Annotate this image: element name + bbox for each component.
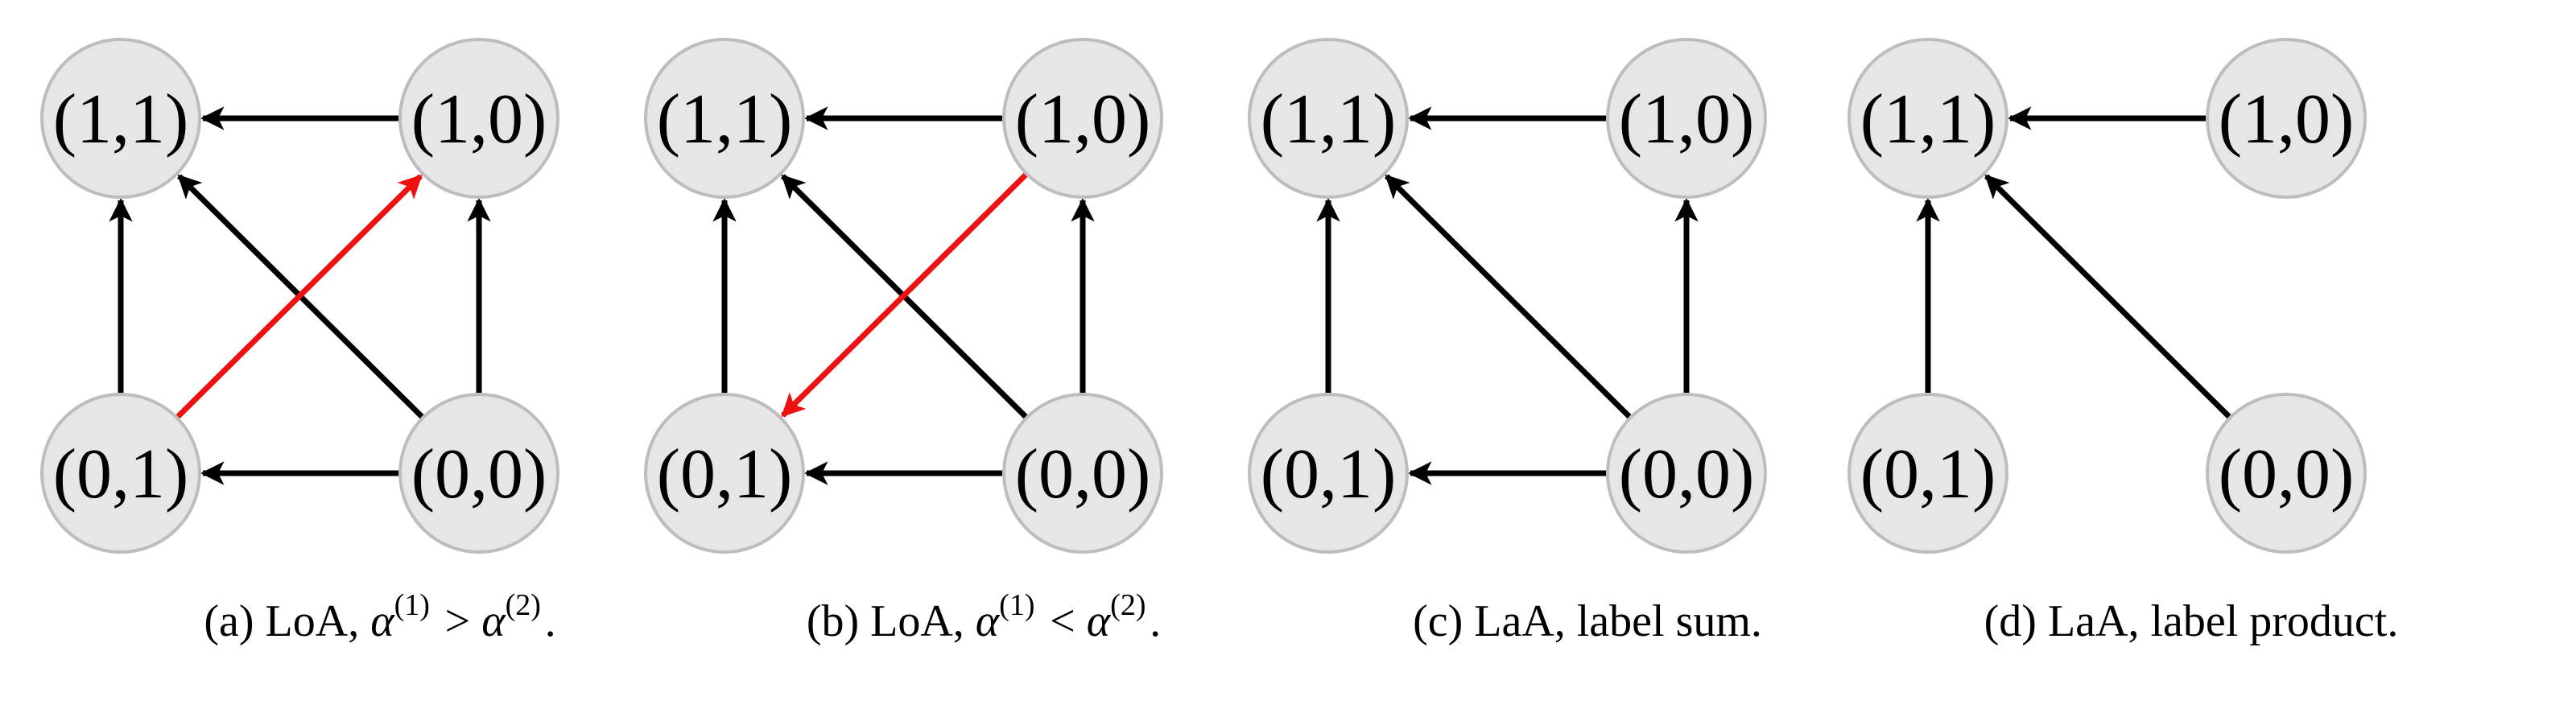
caption-math-token: < [1038, 596, 1087, 646]
caption-superscript: (2) [1110, 588, 1146, 622]
caption-d: (d) LaA, label product. [1984, 596, 2399, 646]
caption-superscript: (2) [506, 588, 541, 622]
panel-d: (1,1) (1,0) (0,1) (0,0) (d) LaA, label produ… [1847, 38, 2399, 646]
node-circle [398, 38, 559, 199]
caption-math-token: . [545, 596, 556, 646]
node-circle [2206, 393, 2367, 554]
node-tl: (1,1) [40, 38, 201, 199]
node-bl: (0,1) [40, 393, 201, 554]
node-label: (0,1) [1860, 435, 1996, 513]
edges [109, 106, 491, 485]
node-circle [1606, 393, 1767, 554]
caption-prefix: (b) LoA, [807, 596, 964, 646]
node-label: (0,1) [53, 435, 189, 513]
node-circle [1606, 38, 1767, 199]
node-label: (0,1) [657, 435, 793, 513]
caption-superscript: (1) [999, 588, 1034, 622]
node-label: (1,1) [657, 80, 793, 159]
node-tr: (1,0) [398, 38, 559, 199]
node-label: (0,0) [1619, 435, 1755, 513]
node-label: (1,1) [1860, 80, 1996, 159]
node-label: (0,1) [1261, 435, 1397, 513]
edges [712, 106, 1095, 485]
node-tl: (1,1) [644, 38, 805, 199]
edges [1916, 106, 2231, 419]
node-bl: (0,1) [644, 393, 805, 554]
node-br: (0,0) [1606, 393, 1767, 554]
caption-math-token: . [1150, 596, 1161, 646]
caption-math-token: α [481, 596, 506, 646]
node-tl: (1,1) [1847, 38, 2008, 199]
node-circle [40, 38, 201, 199]
edges [1316, 106, 1699, 485]
node-label: (1,0) [411, 80, 547, 159]
caption-b: (b) LoA, α(1) < α(2) . [807, 588, 1161, 646]
node-circle [644, 393, 805, 554]
node-label: (1,0) [1619, 80, 1755, 159]
edge-tr-to-bl-red [780, 172, 1028, 418]
node-circle [398, 393, 559, 554]
caption-c: (c) LaA, label sum. [1413, 596, 1762, 646]
node-br: (0,0) [2206, 393, 2367, 554]
node-br: (0,0) [1002, 393, 1163, 554]
node-circle [1847, 393, 2008, 554]
edge-br-to-tl [1984, 174, 2231, 419]
node-bl: (0,1) [1847, 393, 2008, 554]
node-circle [644, 38, 805, 199]
node-circle [1847, 38, 2008, 199]
node-label: (1,0) [2219, 80, 2355, 159]
caption-prefix: (d) LaA, label product. [1984, 596, 2399, 646]
caption-math-token: > [434, 596, 482, 646]
caption-math-token: α [359, 596, 395, 646]
caption-a: (a) LoA, α(1) > α(2) . [204, 588, 555, 646]
panel-c: (1,1) (1,0) (0,1) (0,0) (c) LaA, label sum. [1248, 38, 1767, 646]
caption-math-token: α [1087, 596, 1112, 646]
node-label: (1,1) [1261, 80, 1397, 159]
node-bl: (0,1) [1248, 393, 1409, 554]
node-label: (0,0) [411, 435, 547, 513]
node-circle [1248, 38, 1409, 199]
panel-b: (1,1)(1,0)(0,1)(0,0)(b) LoA, α(1) < α(2)… [644, 38, 1163, 646]
node-tr: (1,0) [2206, 38, 2367, 199]
edge-br-to-tl [1384, 174, 1632, 419]
caption-superscript: (1) [394, 588, 430, 622]
node-label: (1,1) [53, 80, 189, 159]
node-label: (1,0) [1015, 80, 1151, 159]
node-br: (0,0) [398, 393, 559, 554]
node-circle [1248, 393, 1409, 554]
edge-bl-to-tr-red [175, 174, 423, 419]
caption-math-token: α [964, 596, 1001, 646]
node-circle [1002, 38, 1163, 199]
node-tr: (1,0) [1002, 38, 1163, 199]
caption-prefix: (a) LoA, [204, 596, 359, 646]
node-circle [2206, 38, 2367, 199]
caption-prefix: (c) LaA, label sum. [1413, 596, 1762, 646]
node-label: (0,0) [1015, 435, 1151, 513]
node-circle [40, 393, 201, 554]
node-tr: (1,0) [1606, 38, 1767, 199]
node-tl: (1,1) [1248, 38, 1409, 199]
panel-a: (1,1)(1,0)(0,1)(0,0)(a) LoA, α(1) > α(2)… [40, 38, 559, 646]
node-circle [1002, 393, 1163, 554]
node-label: (0,0) [2219, 435, 2355, 513]
